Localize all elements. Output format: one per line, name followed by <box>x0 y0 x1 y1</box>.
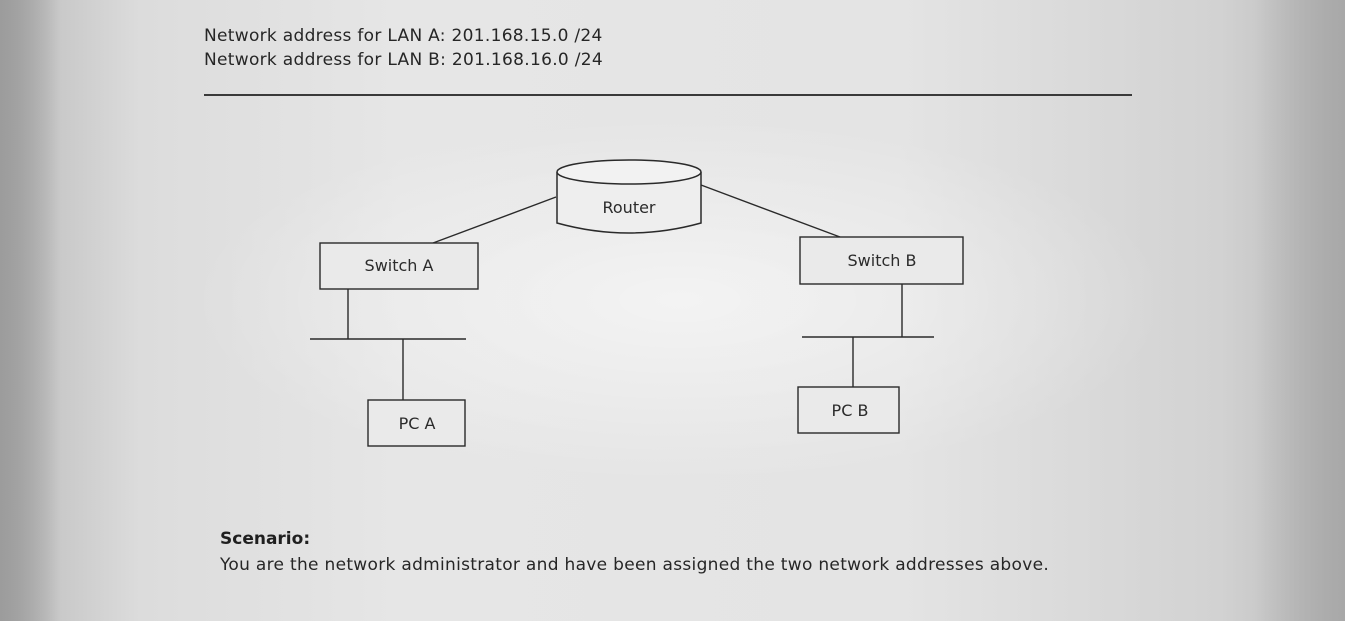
pc-a-node: PC A <box>367 399 466 447</box>
router-cylinder-top <box>556 159 702 185</box>
screen-edge-left <box>0 0 60 621</box>
switch-b-node: Switch B <box>799 236 964 285</box>
link-router-switch-b <box>700 184 841 238</box>
link-router-switch-a <box>432 196 557 244</box>
pc-b-label: PC B <box>832 401 869 420</box>
router-label: Router <box>602 198 655 217</box>
scenario-text: You are the network administrator and ha… <box>220 555 1050 575</box>
scenario-title: Scenario: <box>220 529 311 549</box>
switch-a-node: Switch A <box>319 242 479 290</box>
router-node: Router <box>556 159 702 234</box>
pc-b-box <box>797 386 900 434</box>
switch-b-label: Switch B <box>848 251 917 270</box>
switch-a-box <box>319 242 479 290</box>
router-cylinder-body <box>556 172 702 234</box>
lan-a-address: Network address for LAN A: 201.168.15.0 … <box>204 26 603 46</box>
switch-b-box <box>799 236 964 285</box>
lan-b-address: Network address for LAN B: 201.168.16.0 … <box>204 50 603 70</box>
switch-a-label: Switch A <box>365 256 434 275</box>
pc-a-box <box>367 399 466 447</box>
horizontal-rule <box>204 94 1132 96</box>
pc-a-label: PC A <box>399 414 436 433</box>
screen-edge-right <box>1255 0 1345 621</box>
pc-b-node: PC B <box>797 386 900 434</box>
